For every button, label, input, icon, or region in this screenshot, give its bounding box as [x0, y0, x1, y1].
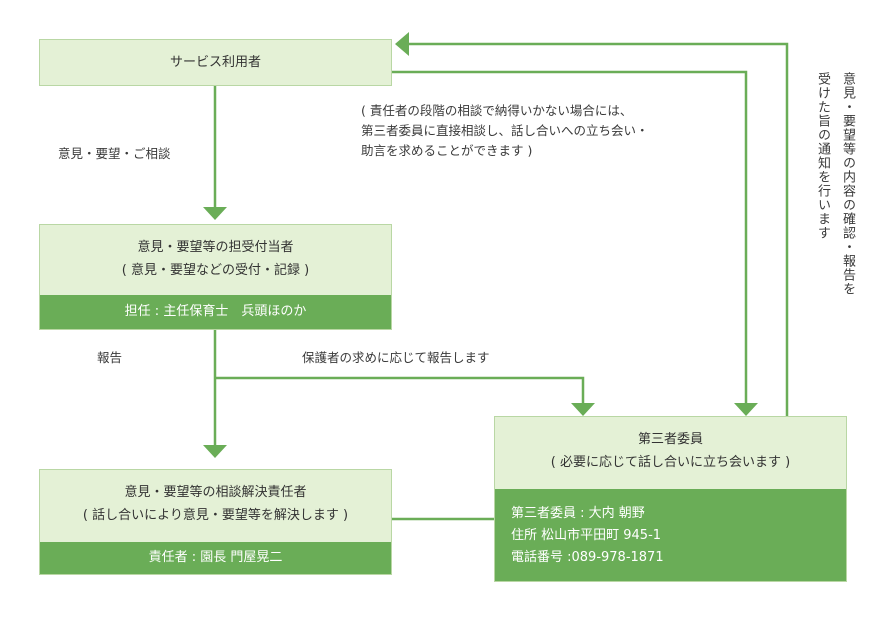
note-line-2: 第三者委員に直接相談し、話し合いへの立ち会い・	[361, 123, 649, 138]
note-block: ( 責任者の段階の相談で納得いかない場合には、 第三者委員に直接相談し、話し合い…	[361, 101, 649, 161]
box-third-party-subtitle: ( 必要に応じて話し合いに立ち会います )	[550, 455, 791, 470]
box-service-user-title: サービス利用者	[169, 55, 261, 70]
arrowhead-third-party-left	[571, 403, 595, 416]
arrowhead-reception	[203, 207, 227, 220]
label-report-on-request: 保護者の求めに応じて報告します	[302, 350, 490, 365]
box-reception-subtitle: ( 意見・要望などの受付・記録 )	[121, 263, 310, 278]
box-resolution-footer: 責任者 : 園長 門屋晃二	[40, 542, 391, 574]
third-party-address: 住所 松山市平田町 945-1	[511, 528, 662, 543]
arrow-user-to-third-party	[391, 70, 748, 404]
vertical-note-col-1: 意見・要望等の内容の確認・報告を	[840, 72, 855, 296]
resolution-responsible: 責任者 : 園長 門屋晃二	[148, 550, 283, 565]
arrowhead-third-party-right	[734, 403, 758, 416]
box-third-party-footer: 第三者委員 : 大内 朝野 住所 松山市平田町 945-1 電話番号 :089-…	[495, 489, 846, 581]
box-resolution-title: 意見・要望等の相談解決責任者	[124, 485, 307, 500]
box-resolution: 意見・要望等の相談解決責任者 ( 話し合いにより意見・要望等を解決します ) 責…	[39, 469, 392, 575]
box-reception-title: 意見・要望等の担受付当者	[137, 240, 294, 255]
note-line-3: 助言を求めることができます )	[361, 143, 533, 158]
box-reception: 意見・要望等の担受付当者 ( 意見・要望などの受付・記録 ) 担任 : 主任保育…	[39, 224, 392, 330]
arrowhead-user	[395, 32, 409, 56]
vertical-note-col-2: 受けた旨の通知を行います	[815, 72, 830, 240]
third-party-phone: 電話番号 :089-978-1871	[511, 550, 664, 565]
label-report: 報告	[97, 350, 123, 365]
third-party-member: 第三者委員 : 大内 朝野	[511, 506, 645, 521]
box-resolution-subtitle: ( 話し合いにより意見・要望等を解決します )	[82, 508, 349, 523]
reception-staff: 担任 : 主任保育士 兵頭ほのか	[124, 304, 307, 319]
box-service-user: サービス利用者	[39, 39, 392, 86]
note-line-1: ( 責任者の段階の相談で納得いかない場合には、	[361, 103, 633, 118]
box-third-party-title: 第三者委員	[637, 432, 703, 447]
label-opinion-request: 意見・要望・ご相談	[58, 146, 171, 161]
arrowhead-resolution	[203, 445, 227, 458]
arrow-third-party-to-user	[408, 42, 789, 416]
arrow-reception-to-third-party	[215, 376, 585, 404]
box-third-party: 第三者委員 ( 必要に応じて話し合いに立ち会います ) 第三者委員 : 大内 朝…	[494, 416, 847, 582]
box-reception-footer: 担任 : 主任保育士 兵頭ほのか	[40, 295, 391, 329]
